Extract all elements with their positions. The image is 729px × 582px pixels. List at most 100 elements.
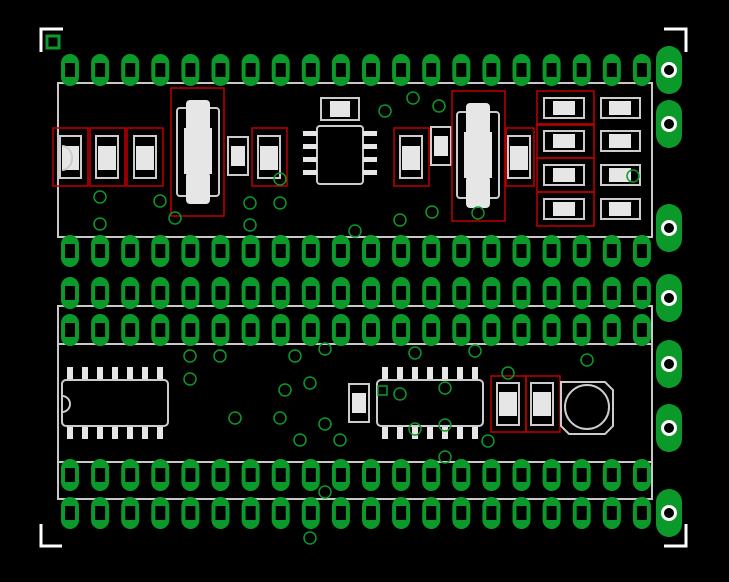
via-ring-icon — [93, 91, 640, 545]
dip-ic-icon — [61, 367, 169, 439]
header-pad — [151, 277, 170, 309]
header-pad — [392, 497, 411, 529]
header-pad — [121, 277, 140, 309]
header-pad — [362, 497, 380, 529]
header-pad — [362, 314, 380, 346]
header-pad — [121, 459, 140, 491]
header-pad — [211, 235, 230, 267]
header-pad — [151, 235, 170, 267]
header-pad — [331, 235, 350, 267]
header-pad — [572, 277, 591, 309]
header-pad — [572, 54, 591, 86]
header-pad — [422, 497, 441, 529]
via — [318, 342, 332, 356]
header-pad — [452, 497, 471, 529]
soic-ic-icon — [303, 125, 377, 185]
smd-chip-icon — [320, 97, 360, 121]
via — [293, 433, 307, 447]
via — [333, 433, 347, 447]
header-pad — [482, 54, 501, 86]
header-pad — [542, 459, 561, 491]
square-fiducial-icon — [45, 34, 61, 50]
sot-regulator-icon — [170, 87, 225, 217]
header-pad — [211, 497, 230, 529]
header-pad — [271, 277, 290, 309]
header-pad — [572, 459, 591, 491]
header-pad — [452, 235, 471, 267]
header-pad — [211, 314, 230, 346]
header-pad — [181, 314, 200, 346]
board-corner-markers — [39, 27, 688, 548]
header-pad — [181, 235, 200, 267]
header-pad — [422, 277, 441, 309]
header-pad — [181, 54, 200, 86]
header-pad — [512, 277, 531, 309]
header-pad — [392, 459, 411, 491]
header-pad — [452, 277, 471, 309]
header-pad — [61, 54, 79, 86]
bottom-section-components — [61, 367, 614, 439]
header-pad — [362, 459, 380, 491]
header-pad — [241, 497, 260, 529]
smd-resistor-icon — [536, 90, 641, 126]
header-pad — [151, 54, 170, 86]
header-pad — [271, 235, 290, 267]
header-pad — [91, 277, 110, 309]
round-mount-pad-icon — [656, 489, 682, 537]
header-pad — [301, 277, 320, 309]
via — [183, 349, 197, 363]
header-pad — [422, 314, 441, 346]
via — [438, 418, 452, 432]
header-pad — [91, 314, 110, 346]
round-mount-pad-icon — [656, 204, 682, 252]
header-pad — [512, 54, 531, 86]
smd-chip-icon — [126, 127, 164, 187]
smd-chip-icon — [227, 136, 249, 176]
header-pad — [392, 54, 411, 86]
header-pad — [331, 54, 350, 86]
via — [408, 346, 422, 360]
header-pad — [602, 314, 621, 346]
electrolytic-cap-icon — [560, 381, 614, 435]
via — [501, 366, 515, 380]
via — [393, 387, 407, 401]
via — [278, 383, 292, 397]
via — [153, 194, 167, 208]
header-pad — [482, 459, 501, 491]
header-pad — [542, 314, 561, 346]
header-pad — [61, 235, 79, 267]
header-pad — [362, 235, 380, 267]
via — [626, 169, 640, 183]
via — [273, 196, 287, 210]
header-pad — [331, 277, 350, 309]
via — [393, 213, 407, 227]
header-pad — [602, 235, 621, 267]
header-pad — [512, 459, 531, 491]
smd-resistor-icon — [536, 123, 641, 159]
smd-chip-icon — [393, 127, 430, 187]
header-pad — [482, 277, 501, 309]
via — [471, 206, 485, 220]
header-pad — [542, 235, 561, 267]
round-mount-pad-icon — [656, 46, 682, 94]
header-pad — [482, 314, 501, 346]
via — [468, 344, 482, 358]
header-pad — [632, 54, 651, 86]
header-pad — [512, 235, 531, 267]
via — [348, 224, 362, 238]
via — [438, 381, 452, 395]
via — [408, 422, 422, 436]
header-pad — [211, 54, 230, 86]
header-pad — [392, 235, 411, 267]
via — [228, 411, 242, 425]
via — [273, 172, 287, 186]
header-pad — [151, 497, 170, 529]
header-pad — [301, 459, 320, 491]
via — [213, 349, 227, 363]
via — [243, 218, 257, 232]
via — [580, 353, 594, 367]
header-pad — [572, 235, 591, 267]
via — [93, 217, 107, 231]
header-pad — [452, 314, 471, 346]
